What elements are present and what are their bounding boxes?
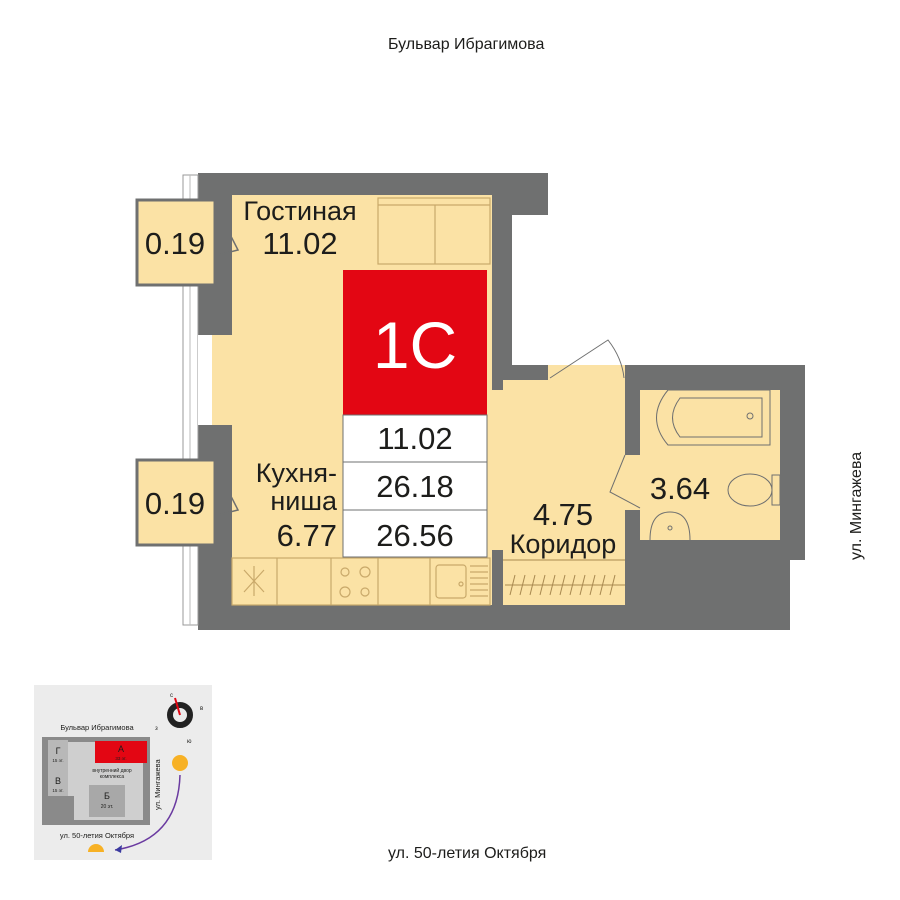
bathtub-icon xyxy=(656,389,771,446)
balcony-top-area: 0.19 xyxy=(145,226,205,261)
bathroom-floor xyxy=(640,390,780,540)
kitchen-name-line2: ниша xyxy=(270,486,338,516)
area-without-balconies-value: 26.18 xyxy=(376,469,454,504)
corridor-floor xyxy=(503,380,625,605)
sunset-icon xyxy=(88,844,104,852)
svg-text:з: з xyxy=(155,726,158,732)
entry-door-icon xyxy=(549,339,625,379)
balcony-top xyxy=(135,198,217,287)
street-south-label: ул. 50-летия Октября xyxy=(388,845,547,862)
balcony-bottom-area: 0.19 xyxy=(145,486,205,521)
balcony-bottom xyxy=(135,458,217,547)
courtyard-label-2: комплекса xyxy=(100,774,125,780)
kitchen-area: 6.77 xyxy=(277,518,337,553)
total-area-value: 26.56 xyxy=(376,518,454,553)
svg-text:в: в xyxy=(200,706,203,712)
building-v-floors: 15 эт. xyxy=(52,788,63,793)
kitchen-name-line1: Кухня- xyxy=(256,458,337,488)
bathroom-fixtures xyxy=(609,389,781,541)
location-minimap: Бульвар Ибрагимова А 33 эт. Б 20 эт. В 1… xyxy=(34,685,212,860)
fan-icon xyxy=(243,566,265,596)
building-g-floors: 15 эт. xyxy=(52,758,63,763)
sun-path-arrow xyxy=(114,774,181,851)
balcony-door-icon xyxy=(214,464,240,516)
living-room-area: 11.02 xyxy=(262,226,337,261)
compass-icon xyxy=(167,702,193,728)
wardrobe xyxy=(377,197,491,265)
minimap-street-south: ул. 50-летия Октября xyxy=(60,831,134,840)
building-v-letter: В xyxy=(55,776,61,786)
living-area-value: 11.02 xyxy=(377,421,452,456)
washbasin-icon xyxy=(649,511,691,541)
sun-icon xyxy=(172,755,188,771)
minimap-street-north: Бульвар Ибрагимова xyxy=(60,723,134,732)
kitchen-counter xyxy=(231,557,491,606)
balcony-door-icon xyxy=(214,204,240,256)
apartment-type-badge xyxy=(343,270,487,415)
living-room-name: Гостиная xyxy=(243,196,356,226)
building-a-floors: 33 эт. xyxy=(115,756,126,761)
shoe-rack xyxy=(503,559,625,596)
building-a-letter: А xyxy=(118,744,124,754)
building-b-floors: 20 эт. xyxy=(101,804,114,810)
building-g-letter: Г xyxy=(56,746,61,756)
corridor-name: Коридор xyxy=(510,529,617,559)
sink-icon xyxy=(435,564,467,599)
svg-text:ю: ю xyxy=(187,739,192,745)
minimap-street-east: ул. Мингажева xyxy=(153,758,162,810)
building-b-letter: Б xyxy=(104,791,110,801)
apartment-type: 1С xyxy=(373,308,457,382)
street-north-label: Бульвар Ибрагимова xyxy=(388,36,545,53)
bathroom-area: 3.64 xyxy=(650,471,710,506)
svg-text:с: с xyxy=(170,693,173,699)
corridor-area: 4.75 xyxy=(533,497,593,532)
courtyard-label: внутренний двор xyxy=(92,767,132,774)
